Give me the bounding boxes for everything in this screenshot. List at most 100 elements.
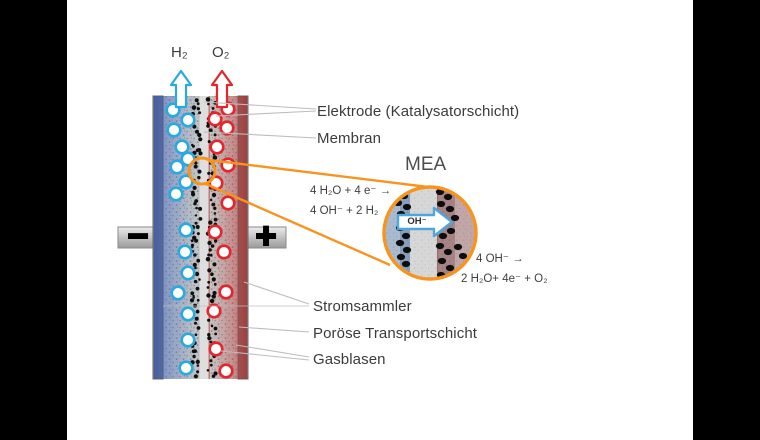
h2-bubble bbox=[174, 139, 190, 155]
o2-bubble bbox=[208, 341, 224, 357]
inset-catalyst-dot bbox=[458, 252, 468, 260]
catalyst-dot bbox=[206, 293, 211, 298]
catalyst-dot bbox=[192, 262, 197, 267]
catalyst-dot bbox=[191, 144, 195, 148]
catalyst-dot bbox=[212, 291, 217, 295]
catalyst-dot bbox=[213, 133, 217, 137]
catalyst-dot bbox=[207, 240, 212, 246]
zoom-source-circle bbox=[187, 156, 217, 186]
h2-bubble bbox=[180, 265, 196, 281]
catalyst-dot bbox=[190, 291, 194, 296]
catalyst-dot bbox=[213, 282, 217, 286]
o2-bubble bbox=[216, 244, 232, 260]
o2-bubble bbox=[218, 284, 234, 300]
catalyst-dot bbox=[195, 206, 198, 210]
catalyst-dot bbox=[198, 137, 203, 142]
catalyst-dot bbox=[195, 286, 200, 291]
inset-catalyst-dot bbox=[435, 242, 445, 250]
catalyst-dot bbox=[196, 232, 200, 236]
catalyst-dot bbox=[209, 298, 215, 304]
o2-up-arrow-icon bbox=[210, 69, 234, 109]
mea-inset bbox=[382, 185, 478, 281]
o2-bubble bbox=[207, 224, 223, 240]
o2-gas-label: O₂ bbox=[212, 44, 230, 61]
catalyst-dot bbox=[214, 332, 218, 336]
catalyst-dot bbox=[208, 248, 212, 252]
catalyst-dot bbox=[207, 336, 212, 341]
cathode-reaction-line1: 4 H₂O + 4 e⁻ → bbox=[310, 185, 392, 197]
catalyst-dot bbox=[191, 349, 196, 354]
catalyst-dot bbox=[192, 296, 195, 299]
catalyst-dot bbox=[207, 318, 211, 322]
catalyst-dot bbox=[194, 221, 198, 225]
cell-stack bbox=[152, 95, 249, 380]
catalyst-dot bbox=[211, 374, 216, 378]
h2-bubble bbox=[178, 222, 194, 238]
catalyst-dot bbox=[195, 359, 200, 364]
inset-catalyst-dot bbox=[402, 203, 412, 211]
anode-reaction-line2: 2 H₂O+ 4e⁻ + O₂ bbox=[461, 273, 548, 285]
h2-up-arrow-icon bbox=[169, 69, 193, 109]
catalyst-dot bbox=[207, 171, 211, 175]
catalyst-dot bbox=[196, 326, 201, 330]
catalyst-dot bbox=[209, 253, 213, 257]
catalyst-dot bbox=[194, 271, 200, 277]
catalyst-dot bbox=[209, 359, 213, 363]
catalyst-dot bbox=[198, 206, 203, 211]
inset-catalyst-dot bbox=[450, 214, 460, 222]
inset-catalyst-dot bbox=[436, 200, 446, 208]
inset-catalyst-dot bbox=[445, 205, 455, 213]
catalyst-dot bbox=[196, 298, 200, 302]
catalyst-dot bbox=[207, 253, 211, 257]
catalyst-dot bbox=[193, 202, 197, 206]
catalyst-dot bbox=[193, 125, 196, 128]
catalyst-dot bbox=[192, 235, 197, 240]
catalyst-dot bbox=[192, 354, 196, 359]
o2-bubble bbox=[219, 120, 235, 136]
inset-catalyst-dot bbox=[435, 188, 445, 196]
membrane-layer bbox=[199, 96, 209, 379]
catalyst-dot bbox=[193, 374, 198, 379]
catalyst-dot bbox=[207, 333, 211, 337]
catalyst-dot bbox=[194, 333, 198, 337]
catalyst-dot bbox=[210, 324, 214, 328]
catalyst-dot bbox=[207, 280, 211, 284]
catalyst-dot bbox=[197, 169, 202, 174]
inset-catalyst-dot bbox=[396, 253, 406, 261]
catalyst-dot bbox=[209, 363, 213, 367]
inset-title: MEA bbox=[405, 154, 447, 175]
catalyst-dot bbox=[194, 266, 197, 270]
inset-catalyst-dot bbox=[395, 239, 405, 247]
catalyst-dot bbox=[194, 214, 198, 217]
catalyst-dot bbox=[193, 253, 197, 257]
cathode-minus-label: − bbox=[126, 215, 149, 256]
catalyst-dot bbox=[211, 277, 216, 282]
catalyst-dot bbox=[196, 364, 200, 367]
catalyst-dot bbox=[206, 369, 210, 372]
callout-membran: Membran bbox=[317, 130, 382, 147]
h2-bubble bbox=[178, 360, 194, 376]
h2-bubble bbox=[180, 306, 196, 322]
inset-catalyst-dot bbox=[443, 193, 453, 201]
o2-bubble bbox=[218, 363, 234, 379]
catalyst-dot bbox=[191, 105, 197, 110]
catalyst-dot bbox=[193, 279, 198, 284]
h2-bubble bbox=[166, 122, 182, 138]
anode-reaction-line1: 4 OH⁻ → bbox=[476, 253, 524, 265]
catalyst-dot bbox=[209, 340, 213, 344]
oh-ion-label: OH⁻ bbox=[407, 216, 427, 227]
catalyst-dot bbox=[211, 294, 216, 299]
inset-catalyst-dot bbox=[437, 257, 447, 265]
catalyst-dot bbox=[210, 244, 215, 248]
inset-catalyst-dot bbox=[445, 264, 455, 272]
h2-bubble bbox=[170, 285, 186, 301]
catalyst-dot bbox=[190, 243, 195, 247]
inset-catalyst-dot bbox=[402, 246, 412, 254]
catalyst-dot bbox=[205, 97, 211, 102]
catalyst-dot bbox=[198, 278, 201, 281]
catalyst-dot bbox=[194, 161, 198, 165]
h2-bubble bbox=[180, 112, 196, 128]
catalyst-dot bbox=[208, 128, 213, 133]
